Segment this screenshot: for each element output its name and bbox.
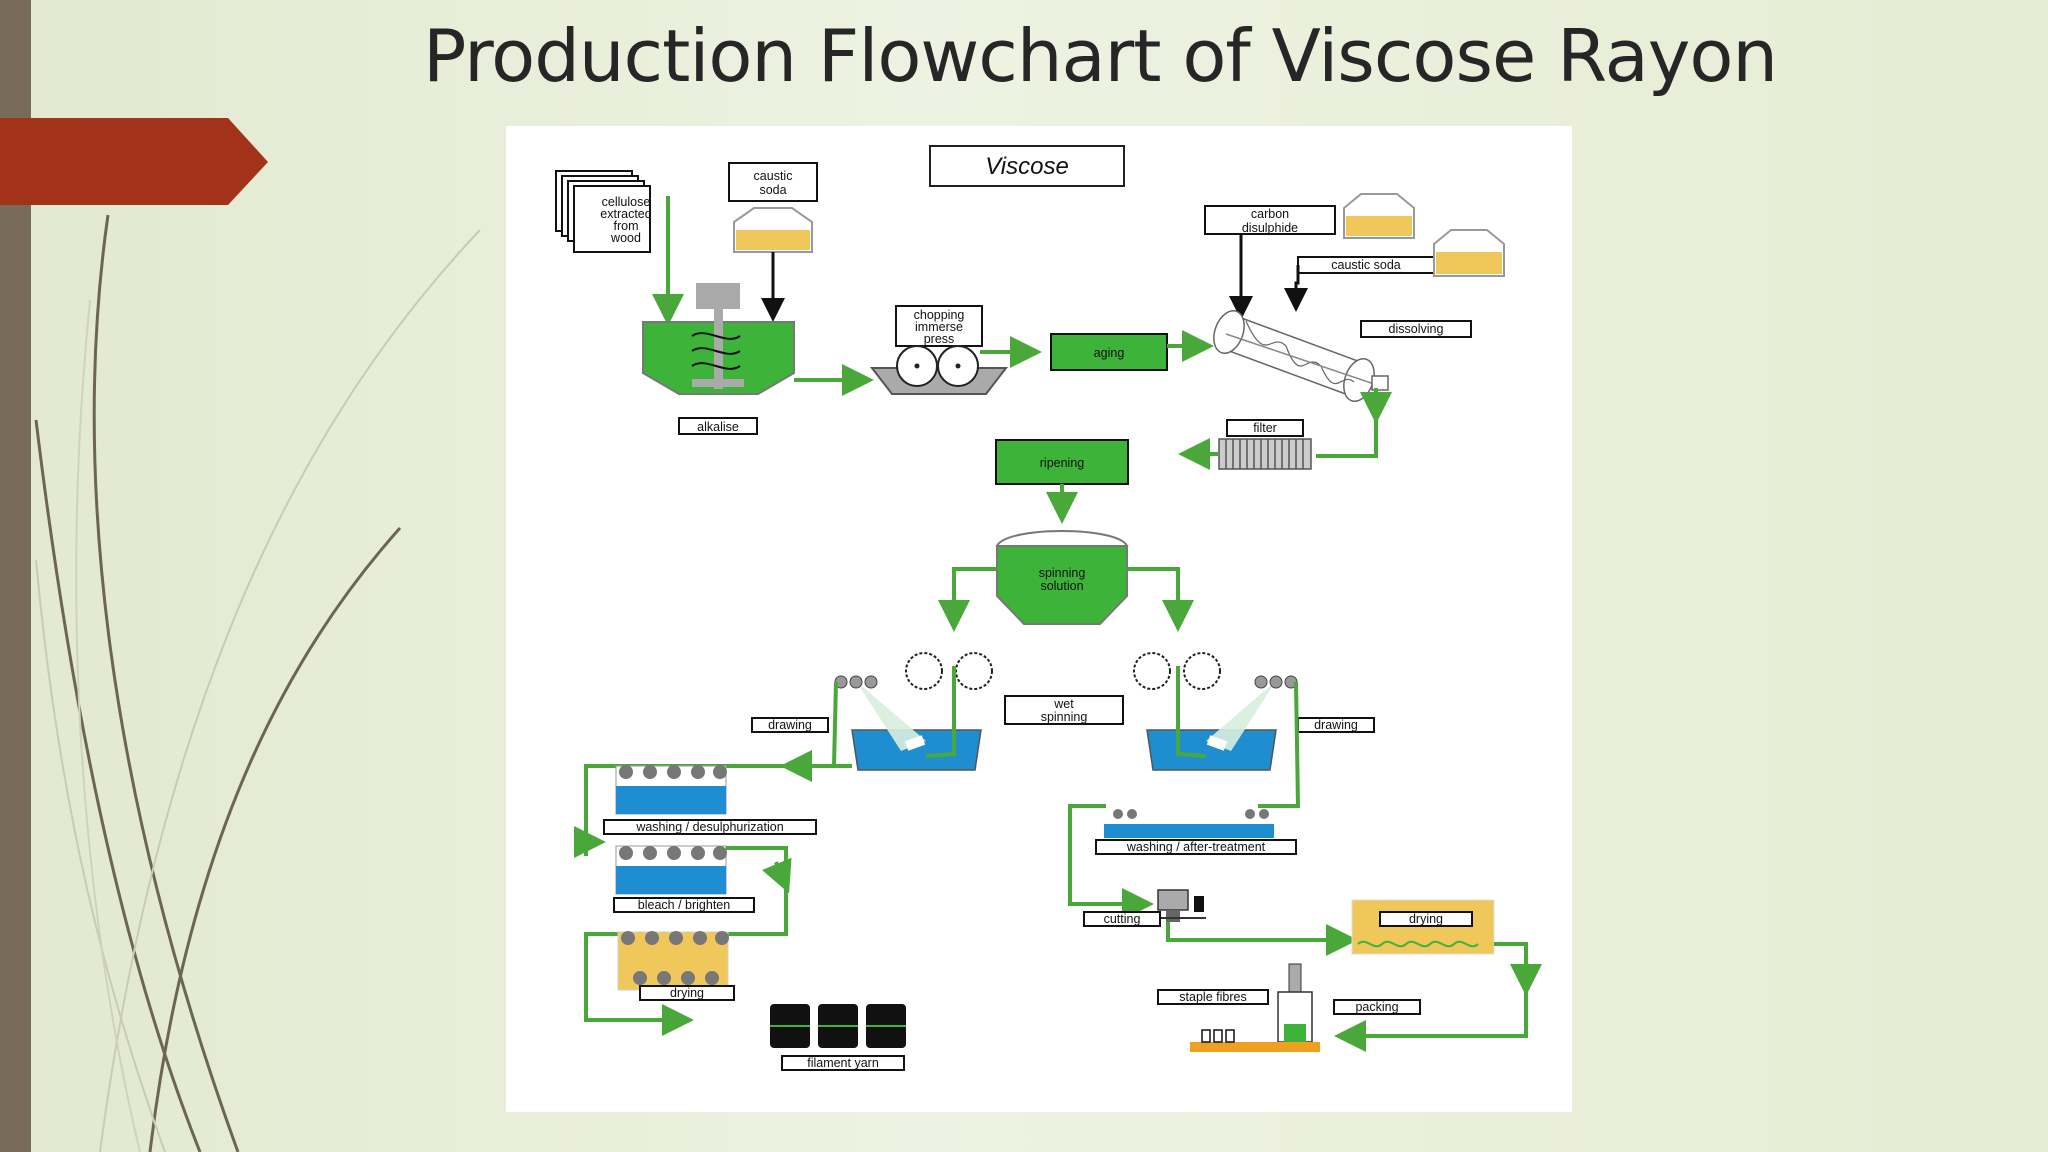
wet-spinning-label-1: wet	[1053, 697, 1074, 711]
cutting-label: cutting	[1104, 912, 1141, 926]
alkalise-label: alkalise	[697, 420, 739, 434]
spinning-label-2: solution	[1040, 579, 1083, 593]
cutting-machine	[1154, 889, 1206, 922]
drawing-right-label: drawing	[1314, 718, 1358, 732]
caustic-soda-label-1: caustic	[754, 169, 793, 183]
ripening-label: ripening	[1040, 456, 1085, 470]
packing-press	[1190, 963, 1320, 1052]
carbon-label-1: carbon	[1251, 207, 1289, 221]
viscose-flowchart: Viscose cellulose extracted from wood ca…	[506, 126, 1572, 1112]
chopping-press	[869, 345, 1009, 395]
wet-spinning-label-2: spinning	[1041, 710, 1088, 724]
chopping-label-3: press	[924, 332, 955, 346]
spinning-bath-right	[1146, 681, 1277, 771]
filament-yarn-bobbins	[770, 1004, 906, 1048]
drying-left-unit	[617, 931, 729, 991]
cellulose-stack: cellulose extracted from wood	[555, 170, 652, 253]
filter-unit	[1218, 438, 1312, 470]
decorative-curves	[0, 118, 481, 1152]
filament-yarn-label: filament yarn	[807, 1056, 879, 1070]
packing-label: packing	[1355, 1000, 1398, 1014]
spinning-solution-tank	[995, 530, 1129, 625]
slide-title: Production Flowchart of Viscose Rayon	[422, 14, 1778, 98]
cellulose-label-3: from	[614, 219, 639, 233]
dissolving-label: dissolving	[1389, 322, 1444, 336]
caustic-soda-liquid	[736, 230, 810, 250]
bleach-label: bleach / brighten	[638, 898, 730, 912]
caustic-soda-2-label: caustic soda	[1331, 258, 1401, 272]
washing-after-label: washing / after-treatment	[1126, 840, 1266, 854]
spinning-bath-left	[851, 681, 982, 771]
drawing-left-label: drawing	[768, 718, 812, 732]
drying-right-label: drying	[1409, 912, 1443, 926]
red-arrow-banner	[0, 118, 268, 205]
spinning-label-1: spinning	[1039, 566, 1086, 580]
cellulose-label-2: extracted	[600, 207, 651, 221]
caustic-soda-label-2: soda	[759, 183, 786, 197]
cellulose-label-1: cellulose	[602, 195, 651, 209]
carbon-label-2: disulphide	[1242, 221, 1298, 235]
spinneret-left	[905, 652, 993, 690]
drying-left-label: drying	[670, 986, 704, 1000]
chopping-label-2: immerse	[915, 320, 963, 334]
alkalise-tank	[642, 283, 795, 395]
bleach-unit	[615, 845, 727, 895]
dissolving-drum	[1213, 310, 1389, 402]
cellulose-label-4: wood	[610, 231, 641, 245]
viscose-heading: Viscose	[985, 153, 1069, 180]
spinneret-right	[1133, 652, 1221, 690]
washing-after-unit	[1104, 809, 1274, 838]
washing-desulphurization-unit	[615, 765, 727, 815]
chopping-label-1: chopping	[914, 308, 965, 322]
aging-label: aging	[1094, 346, 1125, 360]
staple-fibres-label: staple fibres	[1179, 990, 1246, 1004]
filter-label: filter	[1253, 421, 1277, 435]
washing-desulph-label: washing / desulphurization	[635, 820, 783, 834]
